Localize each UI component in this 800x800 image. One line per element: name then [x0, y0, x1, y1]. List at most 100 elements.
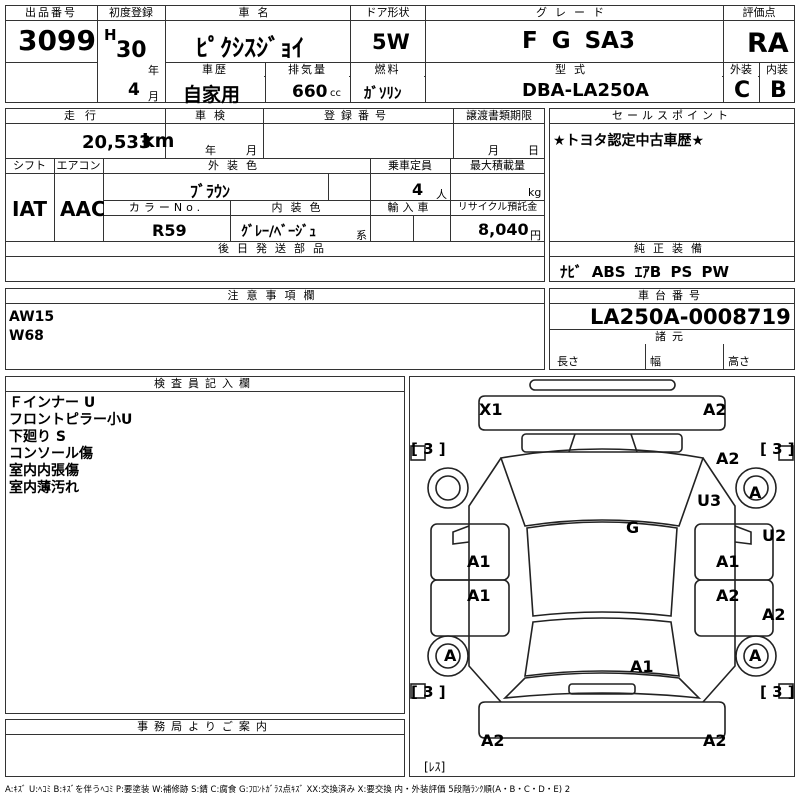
int-color-label: 内装色: [231, 201, 369, 215]
car-outline-diagram: [410, 379, 794, 739]
sales-point: ★トヨタ認定中古車歴★: [553, 133, 705, 149]
reg-year: 30: [116, 38, 147, 63]
inspector-section: [5, 376, 405, 714]
grade: F G SA3: [522, 28, 635, 54]
damage-mark-a2-top-right: A2: [703, 400, 727, 419]
displacement-label: 排気量: [266, 63, 349, 77]
spec-label: 諸元: [550, 330, 794, 344]
damage-mark-a2-right-quarter: A2: [762, 605, 786, 624]
sales-point-section: [549, 108, 795, 282]
displacement: 660: [292, 82, 328, 102]
mileage: 20,533: [82, 132, 152, 153]
era: H: [104, 26, 117, 44]
reg-month: 4: [128, 80, 140, 100]
import-label: 輸入車: [371, 201, 449, 215]
damage-mark-a2-bottom-right: A2: [703, 731, 727, 750]
damage-mark-a1-rear: A1: [630, 657, 654, 676]
door-label: ドア形状: [351, 6, 424, 20]
inspection-label: 車検: [166, 109, 262, 123]
damage-mark-less: [ﾚｽ]: [424, 760, 446, 774]
damage-mark-a-front-right: A: [749, 483, 762, 502]
fuel-label: 燃料: [351, 63, 424, 77]
history: 自家用: [183, 84, 241, 106]
damage-mark-a1-left-front-door: A1: [467, 552, 491, 571]
inspection-year-unit: 年: [205, 144, 216, 157]
score-label: 評価点: [724, 6, 794, 20]
shift: IAT: [12, 197, 48, 221]
header-section: [5, 5, 795, 103]
transfer-label: 譲渡書類期限: [454, 109, 544, 123]
notes-line-2: W68: [9, 328, 44, 344]
notes-label: 注意事項欄: [6, 289, 544, 303]
ac-label: エアコン: [55, 159, 102, 173]
ext-color-label: 外装色: [104, 159, 369, 173]
damage-mark-u3: U3: [697, 491, 722, 510]
capacity-unit: 人: [436, 188, 447, 201]
office-section: [5, 719, 405, 777]
inspection-month-unit: 月: [246, 144, 257, 157]
exterior-score: C: [734, 78, 751, 103]
damage-mark-a1-left-rear-door: A1: [467, 586, 491, 605]
color-no: R59: [152, 221, 187, 240]
model-label: 型式: [426, 63, 722, 77]
damage-mark-u2: U2: [762, 526, 787, 545]
width-label: 幅: [650, 355, 661, 368]
damage-mark-x1: X1: [479, 400, 503, 419]
capacity: 4: [412, 180, 424, 199]
damage-mark-a-rear-right: A: [749, 646, 762, 665]
ac: AAC: [60, 197, 106, 221]
damage-mark-3-right: [ 3 ]: [760, 440, 795, 458]
interior-label: 内装: [760, 63, 794, 77]
shift-label: シフト: [6, 159, 53, 173]
int-color-unit: 系: [356, 229, 367, 242]
month-unit: 月: [148, 90, 159, 103]
damage-mark-g: G: [626, 518, 640, 537]
color-no-label: カラーNo.: [104, 201, 229, 215]
damage-mark-3-left: [ 3 ]: [411, 440, 446, 458]
chassis-label: 車台番号: [550, 289, 794, 303]
sales-point-label: セールスポイント: [550, 109, 794, 123]
inspector-line-3: 下廻り S: [9, 429, 66, 445]
recycle-label: リサイクル預託金: [451, 201, 544, 215]
inspector-line-5: 室内内張傷: [9, 463, 79, 479]
displacement-unit: cc: [330, 88, 341, 99]
inspector-label: 検査員記入欄: [6, 377, 404, 391]
first-reg-label: 初度登録: [98, 6, 164, 20]
inspector-line-1: Ｆインナー U: [9, 395, 96, 411]
notes-section: [5, 288, 545, 370]
int-color: ｸﾞﾚｰ/ﾍﾞｰｼﾞｭ: [241, 224, 317, 240]
equipment: ﾅﾋﾞ ABS ｴｱB PS PW: [560, 263, 730, 281]
damage-mark-a1-right-front-door: A1: [716, 552, 740, 571]
office-label: 事務局よりご案内: [6, 720, 404, 734]
damage-mark-a-rear-left: A: [444, 646, 457, 665]
damage-mark-3-bottom-left: [ 3 ]: [411, 683, 446, 701]
mileage-unit: km: [142, 130, 175, 152]
history-label: 車歴: [166, 63, 264, 77]
inspector-line-4: コンソール傷: [9, 446, 93, 462]
score: RA: [747, 28, 789, 59]
recycle-unit: 円: [530, 229, 541, 242]
max-load-label: 最大積載量: [451, 159, 544, 173]
chassis-number: LA250A-0008719: [590, 305, 791, 329]
damage-diagram: [409, 376, 795, 777]
later-parts-label: 後日発送部品: [6, 242, 544, 256]
reg-no-label: 登録番号: [264, 109, 452, 123]
lot-number: 3099: [18, 24, 96, 57]
model: DBA-LA250A: [522, 80, 649, 101]
lot-label: 出品番号: [6, 6, 96, 20]
damage-mark-3-bottom-right: [ 3 ]: [760, 683, 795, 701]
transfer-day-unit: 日: [528, 144, 539, 157]
damage-mark-a2-bottom-left: A2: [481, 731, 505, 750]
exterior-label: 外装: [724, 63, 758, 77]
car-name-label: 車名: [166, 6, 349, 20]
year-unit: 年: [148, 64, 159, 77]
mileage-label: 走行: [6, 109, 164, 123]
recycle-deposit: 8,040: [478, 220, 529, 239]
equipment-label: 純正装備: [550, 242, 794, 256]
transfer-month-unit: 月: [488, 144, 499, 157]
height-label: 高さ: [728, 355, 750, 368]
legend: A:ｷｽﾞ U:ﾍｺﾐ B:ｷｽﾞを伴うﾍｺﾐ P:要塗装 W:補修跡 S:錆 …: [5, 785, 571, 795]
ext-color: ﾌﾞﾗｳﾝ: [190, 182, 231, 201]
interior-score: B: [770, 78, 787, 103]
inspector-line-2: フロントピラー小U: [9, 412, 133, 428]
